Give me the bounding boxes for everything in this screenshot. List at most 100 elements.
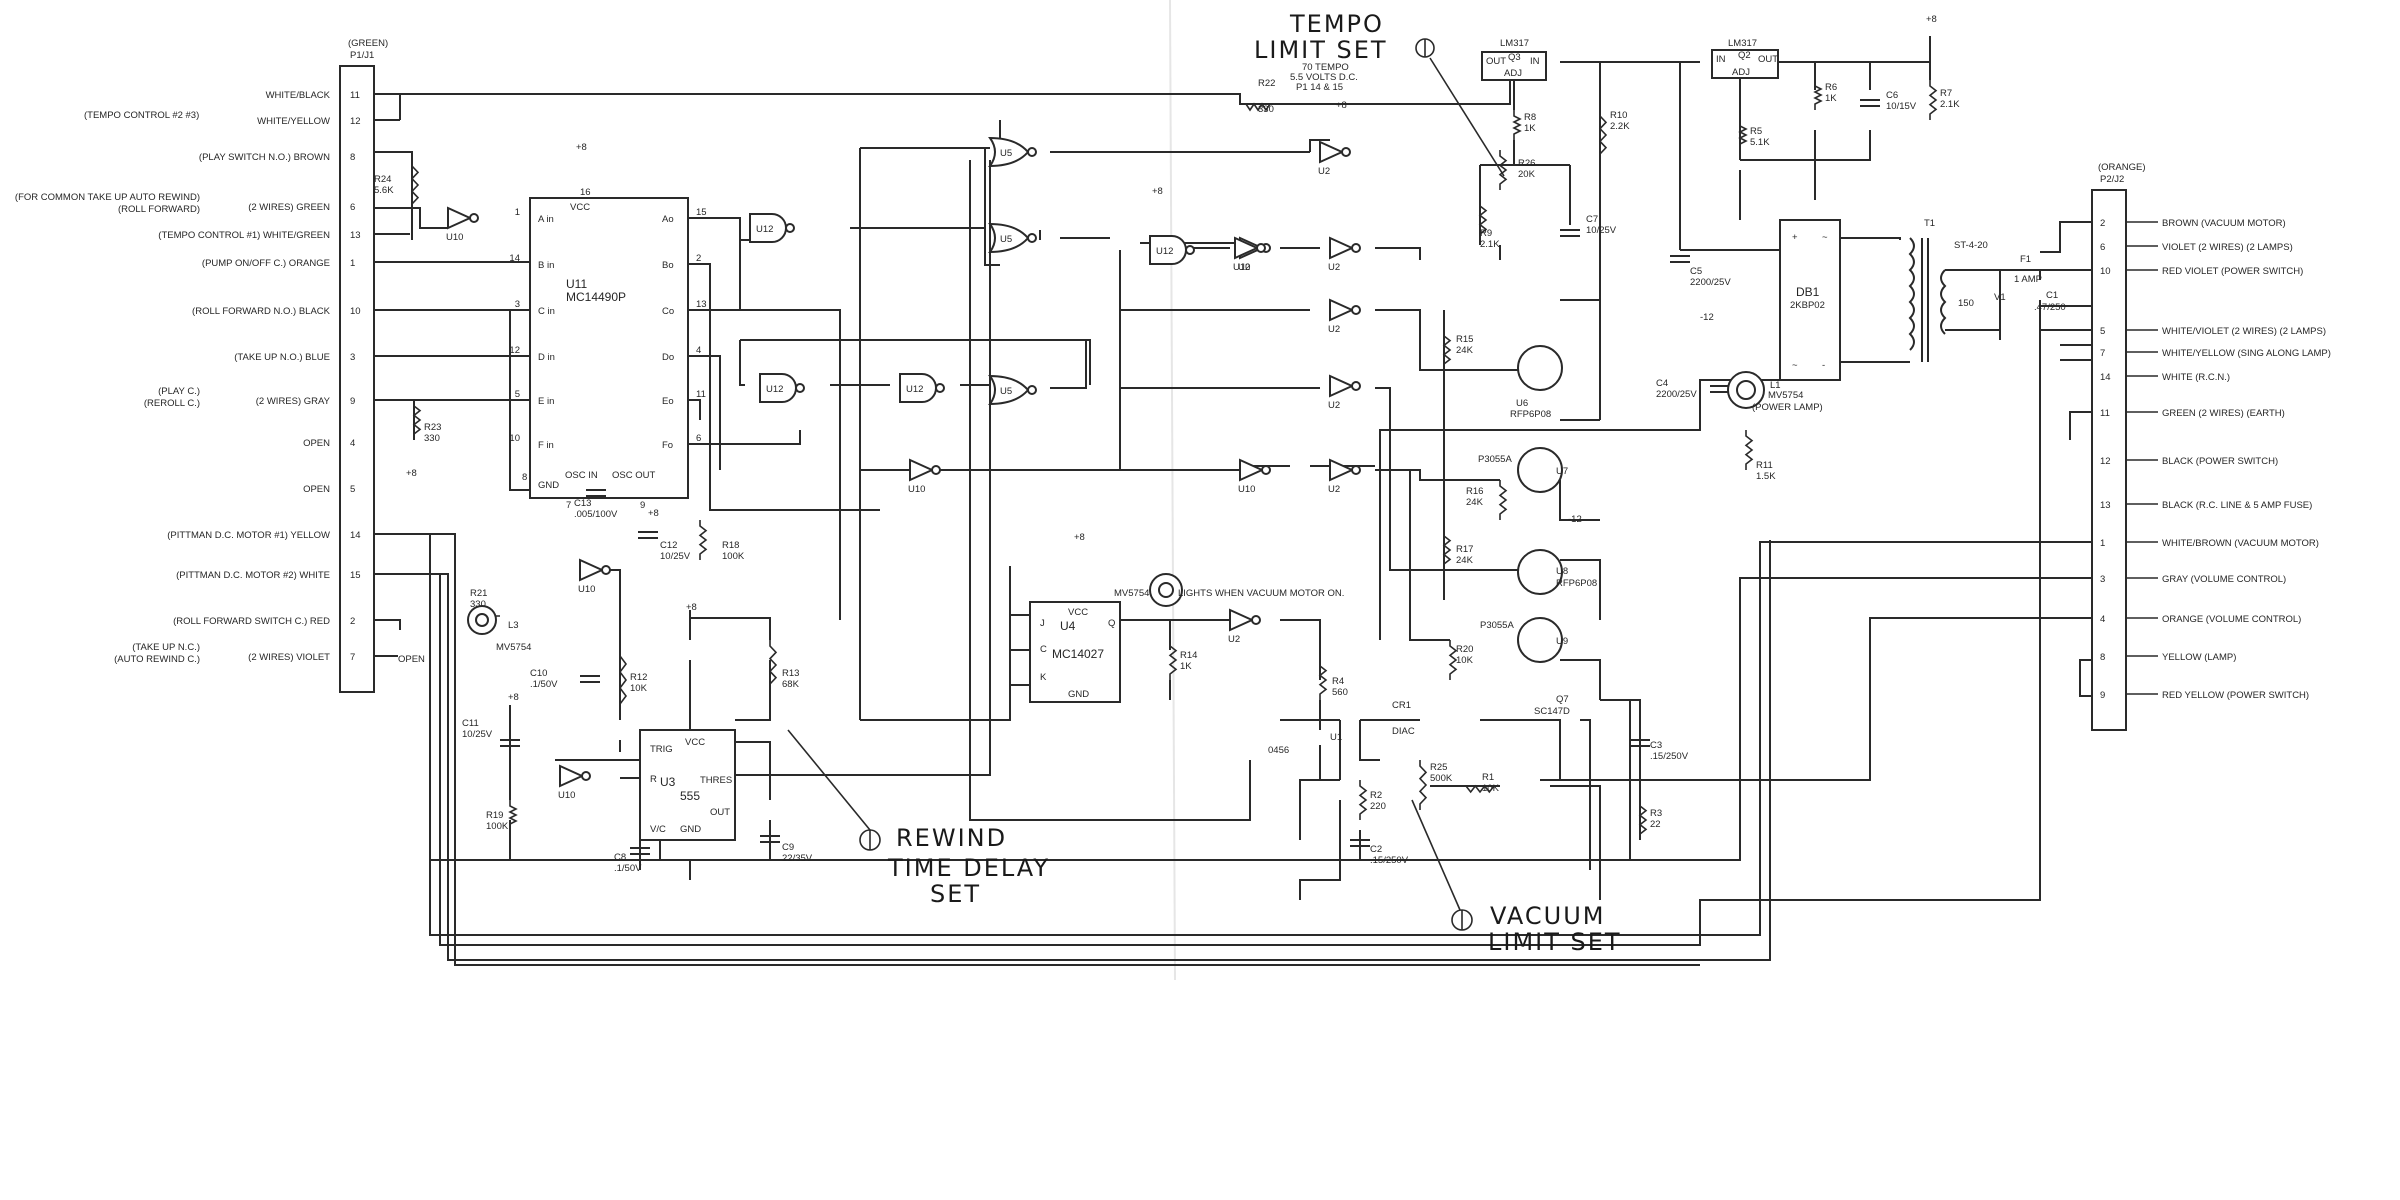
- connector-left-body: [339, 65, 375, 693]
- resistor-value: 10K: [1482, 783, 1500, 794]
- left-pin-label: (ROLL FORWARD SWITCH C.) RED: [173, 616, 330, 627]
- svg-text:MC14490P: MC14490P: [566, 290, 626, 304]
- capacitor-value: .15/250V: [1370, 855, 1409, 866]
- svg-text:+8: +8: [648, 508, 659, 519]
- resistor-ref: R4: [1332, 676, 1344, 687]
- resistor-ref: R20: [1456, 644, 1473, 655]
- resistor-value: 330: [470, 599, 486, 610]
- right-pin-label: YELLOW (LAMP): [2162, 652, 2236, 663]
- gate-label: U5: [1000, 148, 1012, 159]
- left-pin-note: (TEMPO CONTROL #2 #3): [84, 110, 199, 121]
- svg-text:LIGHTS WHEN VACUUM MOTOR ON.: LIGHTS WHEN VACUUM MOTOR ON.: [1178, 588, 1344, 599]
- resistor-ref: R1: [1482, 772, 1494, 783]
- left-pin-note: (PLAY C.): [158, 386, 200, 397]
- left-pin-label: (TAKE UP N.O.) BLUE: [234, 352, 330, 363]
- capacitor-ref: C5: [1690, 266, 1702, 277]
- u11-input-label: C in: [538, 306, 555, 317]
- svg-text:1 AMP: 1 AMP: [2014, 274, 2042, 285]
- regulator-q3: LM317 OUT Q3 IN ADJ: [1481, 38, 1547, 81]
- resistor-value: 5.6K: [374, 185, 394, 196]
- note-rewind-3: SET: [930, 880, 981, 908]
- svg-text:MV5754: MV5754: [1114, 588, 1149, 599]
- resistor-value: 330: [424, 433, 440, 444]
- left-pin-label: (2 WIRES) VIOLET: [248, 652, 330, 663]
- svg-text:+8: +8: [406, 468, 417, 479]
- right-pin-label: BROWN (VACUUM MOTOR): [2162, 218, 2286, 229]
- u11-output-label: Fo: [662, 440, 673, 451]
- resistor-ref: R16: [1466, 486, 1483, 497]
- svg-text:U11: U11: [566, 277, 587, 291]
- gate-label: U2: [1238, 262, 1250, 273]
- resistor-value: 10K: [630, 683, 648, 694]
- resistor-value: 1K: [1524, 123, 1536, 134]
- gate-label: U12: [766, 384, 783, 395]
- resistor-ref: R19: [486, 810, 503, 821]
- svg-text:GND: GND: [1068, 689, 1089, 700]
- u11-input-label: E in: [538, 396, 554, 407]
- resistor-value: 24K: [1466, 497, 1484, 508]
- u11-output-pin: 2: [696, 253, 701, 264]
- svg-text:U8: U8: [1556, 566, 1568, 577]
- left-pin-note: (TAKE UP N.C.): [132, 642, 200, 653]
- svg-text:P3055A: P3055A: [1480, 620, 1514, 631]
- ic-u4: VCC U4 J C K Q MC14027 GND: [1029, 601, 1121, 703]
- svg-text:+8: +8: [1152, 186, 1163, 197]
- svg-text:U9: U9: [1556, 636, 1568, 647]
- svg-text:C: C: [1040, 644, 1047, 655]
- u11-osc-pin: 7: [566, 500, 571, 511]
- left-pin-note2: (REROLL C.): [144, 398, 200, 409]
- resistor-value: 1K: [1825, 93, 1837, 104]
- left-pin-num: 2: [350, 616, 355, 627]
- left-pin-label: WHITE/BLACK: [266, 90, 331, 101]
- ic-u11: VCC 16 U11 MC14490P GND OSC IN OSC OUT A…: [509, 187, 706, 511]
- left-pin-label: (PUMP ON/OFF C.) ORANGE: [202, 258, 330, 269]
- resistor-value: 24K: [1456, 555, 1474, 566]
- capacitor-ref: C11: [462, 718, 479, 729]
- resistor-value: 10K: [1456, 655, 1474, 666]
- svg-text:IN: IN: [1530, 56, 1540, 67]
- connector-right-body: [2091, 189, 2127, 731]
- left-pin-num: 4: [350, 438, 355, 449]
- svg-text:L1: L1: [1770, 380, 1781, 391]
- open-label: OPEN: [398, 654, 425, 665]
- capacitor-value: 10/25V: [462, 729, 493, 740]
- left-pin-label: (2 WIRES) GREEN: [248, 202, 330, 213]
- left-pin-num: 10: [350, 306, 361, 317]
- transistors: U6 RFP6P08 U7 P3055A U8 RFP6P08 U9 P3055…: [1478, 345, 1597, 663]
- svg-text:+8: +8: [686, 602, 697, 613]
- right-pin-num: 5: [2100, 326, 2105, 337]
- svg-text:.47/250: .47/250: [2034, 302, 2066, 313]
- right-pin-num: 7: [2100, 348, 2105, 359]
- capacitor-ref: C3: [1650, 740, 1662, 751]
- resistor-value: 5.1K: [1750, 137, 1770, 148]
- right-pin-label: WHITE/BROWN (VACUUM MOTOR): [2162, 538, 2319, 549]
- svg-text:IN: IN: [1716, 54, 1726, 65]
- capacitor-ref: C12: [660, 540, 677, 551]
- capacitor-value: 10/25V: [660, 551, 691, 562]
- svg-text:OUT: OUT: [710, 807, 730, 818]
- note-tempo-1: TEMPO: [1289, 10, 1384, 38]
- u11-output-label: Eo: [662, 396, 674, 407]
- svg-text:Q2: Q2: [1738, 50, 1751, 61]
- capacitor-ref: C10: [530, 668, 547, 679]
- ic-u3: TRIG VCC U3 R THRES 555 OUT V/C GND: [639, 729, 736, 841]
- bridge-db1: DB1 2KBP02 + ~ ~ -: [1779, 219, 1841, 381]
- svg-text:LM317: LM317: [1728, 38, 1757, 49]
- transformer-t1: T1 ST-4-20: [1908, 218, 1988, 362]
- resistor-ref: R14: [1180, 650, 1197, 661]
- svg-text:MV5754: MV5754: [496, 642, 531, 653]
- u11-input-label: D in: [538, 352, 555, 363]
- svg-text:VCC: VCC: [1068, 607, 1088, 618]
- u11-output-label: Ao: [662, 214, 674, 225]
- svg-text:OUT: OUT: [1758, 54, 1778, 65]
- paper-fold: [1169, 0, 1176, 981]
- gate-label: U12: [1156, 246, 1173, 257]
- right-pin-num: 13: [2100, 500, 2111, 511]
- svg-text:5.5 VOLTS D.C.: 5.5 VOLTS D.C.: [1290, 72, 1358, 83]
- svg-text:R: R: [650, 774, 657, 785]
- svg-text:Q3: Q3: [1508, 52, 1521, 63]
- svg-text:MV5754: MV5754: [1768, 390, 1803, 401]
- u11-input-pin: 10: [509, 433, 520, 444]
